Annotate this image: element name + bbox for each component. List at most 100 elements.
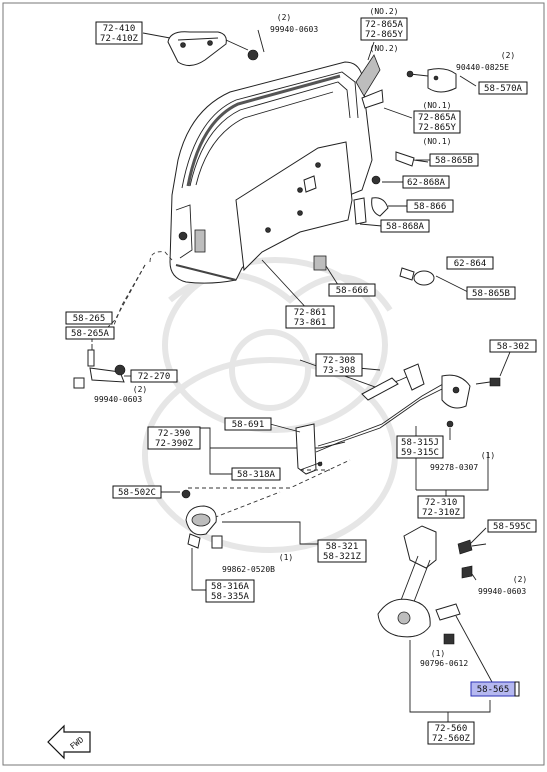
- label-line: 62-864: [454, 259, 487, 269]
- label-58-865b-upper: 58-865B: [429, 153, 479, 167]
- label-line: 58-865B: [472, 289, 510, 299]
- label-line: 58-868A: [386, 222, 425, 232]
- label-58-595c: 58-595C: [487, 519, 537, 533]
- label-58-865b-lower: 58-865B: [466, 286, 516, 300]
- label-72-861: 72-861 73-861: [285, 305, 335, 329]
- rods-and-latch-drawing: [260, 359, 501, 475]
- dashed-leaders: [94, 264, 351, 521]
- label-58-315j: 58-315J 59-315C: [396, 435, 444, 459]
- window-regulator-drawing: [377, 525, 487, 645]
- label-line: 58-691: [232, 420, 265, 430]
- quantity-note: (2): [277, 13, 291, 22]
- label-line: 59-315C: [401, 448, 439, 458]
- label-72-865a-lower: 72-865A 72-865Y: [413, 110, 461, 134]
- label-62-864: 62-864: [446, 256, 494, 270]
- label-58-565-highlighted: 58-565: [470, 681, 520, 697]
- label-72-308: 72-308 73-308: [315, 353, 363, 377]
- quantity-note: (1): [279, 553, 293, 562]
- part-number-note: 99940-0603: [270, 25, 318, 34]
- variant-note: (NO.1): [423, 101, 452, 110]
- part-number-note: 90440-0825E: [456, 63, 509, 72]
- label-line: 58-321Z: [323, 552, 362, 562]
- label-72-865a-upper: 72-865A 72-865Y: [360, 17, 408, 41]
- label-line: 58-316A: [211, 582, 250, 592]
- variant-note: (NO.1): [423, 137, 452, 146]
- quantity-note: (2): [501, 51, 515, 60]
- label-line: 72-865Y: [418, 123, 457, 133]
- label-58-265: 58-265: [65, 311, 113, 325]
- label-line: 58-335A: [211, 592, 250, 602]
- label-line: 73-308: [323, 366, 356, 376]
- label-line: 58-595C: [493, 522, 531, 532]
- check-link-drawing: [406, 68, 457, 93]
- label-58-691: 58-691: [224, 417, 272, 431]
- quantity-note: (2): [133, 385, 147, 394]
- label-58-316a: 58-316A 58-335A: [205, 579, 255, 603]
- part-number-note: 99940-0603: [478, 587, 526, 596]
- label-line: 58-865B: [435, 156, 473, 166]
- label-line: 72-865A: [418, 113, 457, 123]
- lock-cylinder-drawing: [73, 344, 126, 389]
- part-label-boxes: 72-410 72-410Z 72-865A 72-865Y 58-570A 7…: [65, 17, 537, 745]
- label-72-560: 72-560 72-560Z: [427, 721, 475, 745]
- label-line: 72-861: [294, 308, 327, 318]
- label-line: 58-502C: [118, 488, 156, 498]
- door-shell-drawing: [111, 61, 373, 331]
- label-line: 72-410Z: [100, 34, 139, 44]
- label-58-321: 58-321 58-321Z: [317, 539, 367, 563]
- label-58-502c: 58-502C: [112, 485, 162, 499]
- watermark-emblem: [142, 257, 398, 553]
- label-58-318a: 58-318A: [231, 467, 281, 481]
- part-number-note: 99862-0520B: [222, 565, 275, 574]
- label-line: 58-321: [326, 542, 359, 552]
- label-line: 58-565: [477, 685, 510, 695]
- label-line: 58-570A: [484, 84, 523, 94]
- label-62-868a: 62-868A: [402, 175, 450, 189]
- label-line: 58-265: [73, 314, 106, 324]
- variant-note: (NO.2): [370, 7, 399, 16]
- label-58-868a: 58-868A: [380, 219, 430, 233]
- label-line: 72-410: [103, 24, 136, 34]
- label-72-410: 72-410 72-410Z: [95, 21, 143, 45]
- label-72-310: 72-310 72-310Z: [417, 495, 465, 519]
- label-58-302: 58-302: [489, 339, 537, 353]
- quantity-note: (1): [481, 451, 495, 460]
- label-line: 72-310Z: [422, 508, 461, 518]
- annotation-texts: (2) 99940-0603 (NO.2) (NO.2) (2) 90440-0…: [94, 7, 527, 668]
- label-line: 72-560Z: [432, 734, 471, 744]
- label-line: 72-865Y: [365, 30, 404, 40]
- part-number-note: 99940-0603: [94, 395, 142, 404]
- label-line: 72-270: [138, 372, 171, 382]
- label-line: 62-868A: [407, 178, 446, 188]
- label-line: 58-302: [497, 342, 530, 352]
- label-line: 72-308: [323, 356, 356, 366]
- label-72-390: 72-390 72-390Z: [147, 426, 201, 450]
- leader-lines: [91, 29, 511, 722]
- label-line: 73-861: [294, 318, 327, 328]
- part-number-note: 90796-0612: [420, 659, 468, 668]
- mirror-cover-drawing: [355, 54, 384, 109]
- label-line: 58-318A: [237, 470, 276, 480]
- label-line: 72-560: [435, 724, 468, 734]
- inner-handle-drawing: [181, 489, 223, 549]
- label-line: 58-265A: [71, 329, 110, 339]
- quantity-note: (1): [431, 649, 445, 658]
- label-58-866: 58-866: [406, 199, 454, 213]
- forward-arrow-icon: FWD: [47, 724, 91, 760]
- outer-handle-drawing: [167, 31, 259, 66]
- label-line: 72-390Z: [155, 439, 194, 449]
- door-weatherstrip-clips: [313, 151, 435, 286]
- variant-note: (NO.2): [370, 44, 399, 53]
- label-line: 72-865A: [365, 20, 404, 30]
- quantity-note: (2): [513, 575, 527, 584]
- label-line: 58-866: [414, 202, 447, 212]
- label-58-570a: 58-570A: [478, 81, 528, 95]
- label-line: 72-390: [158, 429, 191, 439]
- label-line: 58-666: [336, 286, 369, 296]
- label-58-265a: 58-265A: [65, 326, 115, 340]
- label-line: 72-310: [425, 498, 458, 508]
- label-72-270: 72-270: [130, 369, 178, 383]
